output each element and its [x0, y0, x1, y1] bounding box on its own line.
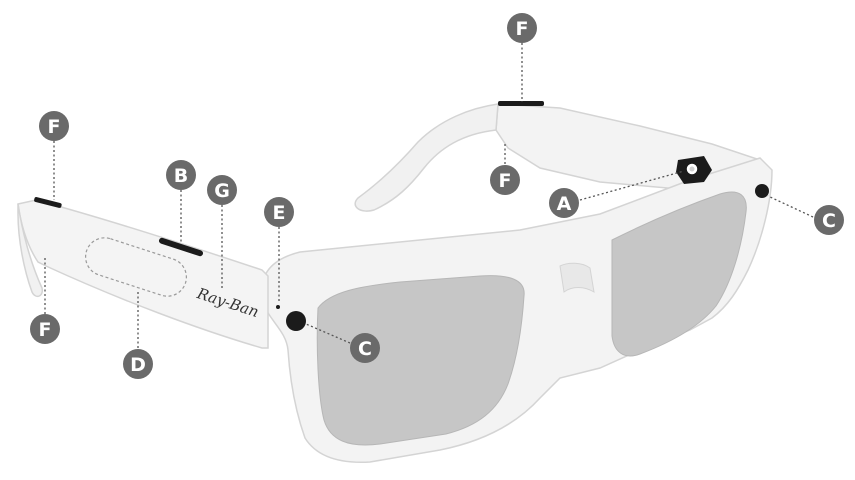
callout-label: C — [822, 210, 836, 232]
callout-label: G — [214, 180, 230, 202]
callout-label: F — [39, 319, 52, 341]
callout-label: D — [130, 354, 146, 376]
temple-top-sensor-strip — [498, 101, 544, 106]
hinge-microphone-dot — [276, 305, 280, 309]
front-led — [286, 311, 306, 331]
temple-tip — [17, 203, 44, 298]
callout-F-left-top: F — [39, 111, 69, 141]
callout-label: F — [48, 116, 61, 138]
callout-label: A — [557, 193, 572, 215]
leader-lines — [44, 43, 814, 348]
callout-G: G — [207, 175, 237, 205]
callout-D: D — [123, 349, 153, 379]
callout-C-front: C — [350, 333, 380, 363]
temple-tip-sensor — [34, 197, 62, 208]
callout-F-top: F — [507, 13, 537, 43]
left-lens — [316, 275, 525, 446]
right-led — [755, 184, 769, 198]
camera-module — [676, 156, 712, 184]
frame-front — [261, 157, 773, 463]
callout-label: F — [516, 18, 529, 40]
left-temple-arm: Ray-Ban — [17, 197, 269, 349]
callout-label: E — [273, 202, 286, 224]
capture-button — [158, 237, 204, 257]
callout-F-inner: F — [490, 165, 520, 195]
touchpad-outline — [85, 237, 187, 297]
callout-label: F — [499, 170, 512, 192]
callout-A: A — [549, 188, 579, 218]
callout-label: C — [358, 338, 372, 360]
callout-label: B — [174, 165, 188, 187]
callout-C-right: C — [814, 205, 844, 235]
callout-B: B — [166, 160, 196, 190]
nose-bridge — [559, 262, 595, 293]
right-lens — [611, 191, 747, 357]
callout-E: E — [264, 197, 294, 227]
callout-F-tip: F — [30, 314, 60, 344]
